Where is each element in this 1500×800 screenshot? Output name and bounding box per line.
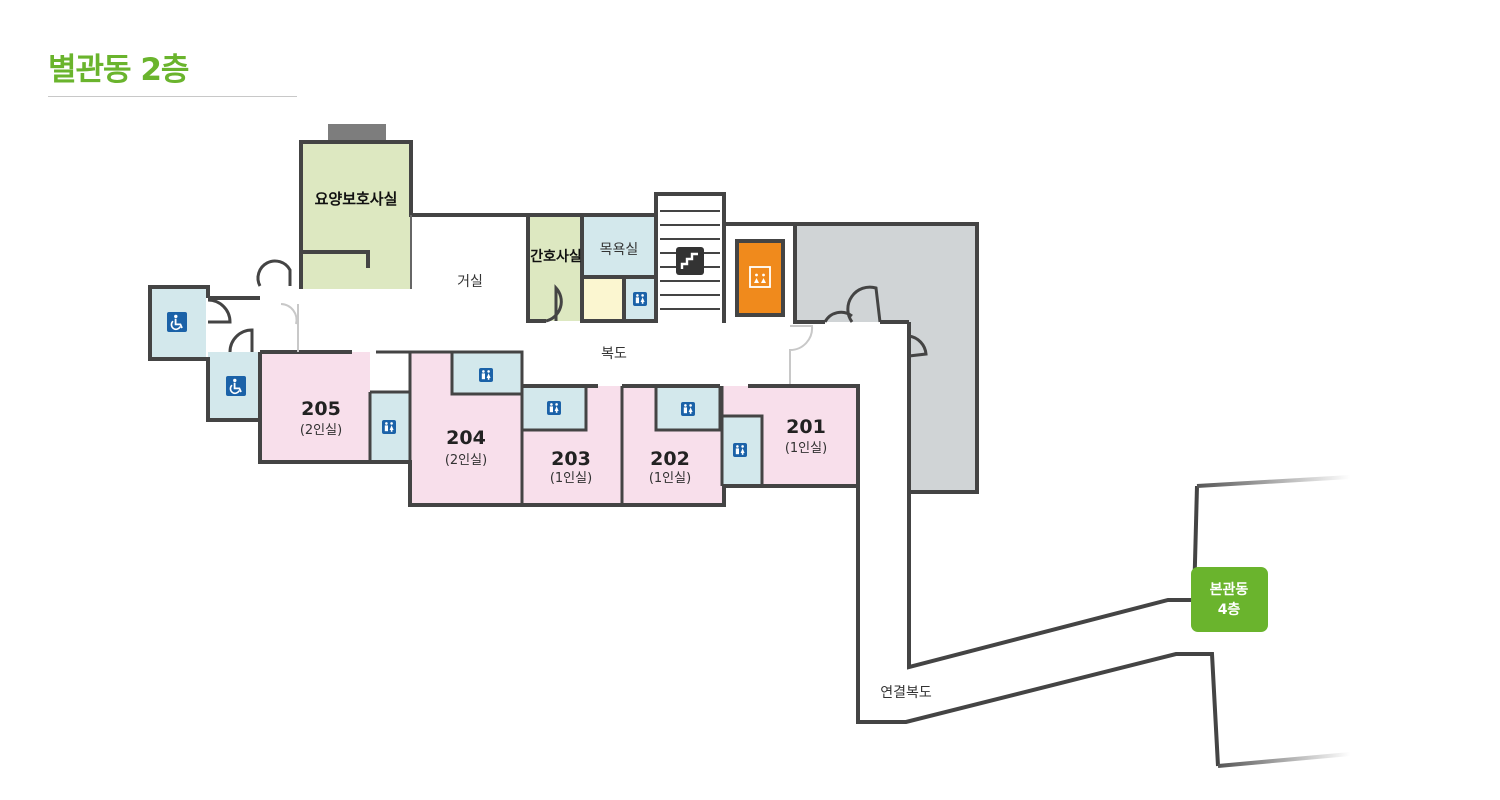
care-room-label: 요양보호사실 <box>315 190 398 208</box>
service-area-lower <box>909 322 977 492</box>
room-fills <box>150 142 977 505</box>
room-capacity: (2인실) <box>300 423 342 438</box>
main-building-name: 본관동 <box>1210 581 1249 598</box>
nurse-room-label: 간호사실 <box>530 248 582 265</box>
room-204: 204 (2인실) <box>445 427 487 468</box>
connecting-corridor-label: 연결복도 <box>880 685 932 701</box>
restroom-icon <box>382 420 396 434</box>
elevator-icon <box>749 266 771 288</box>
wheelchair-icon <box>225 375 247 397</box>
wheelchair-icon <box>166 311 188 333</box>
room-number: 204 <box>446 427 486 449</box>
main-building-floor: 4층 <box>1218 602 1241 618</box>
service-area <box>795 224 977 322</box>
room-number: 201 <box>786 416 826 438</box>
restroom-icon <box>633 292 647 306</box>
bath-room-label: 목욕실 <box>600 242 639 258</box>
walls <box>148 124 1220 767</box>
room-capacity: (1인실) <box>649 471 691 486</box>
page-title: 별관동 2층 <box>48 52 189 88</box>
door-swings <box>207 259 928 358</box>
title-divider <box>48 96 297 97</box>
room-201: 201 (1인실) <box>785 416 827 456</box>
main-building-edge-top <box>1196 475 1351 488</box>
room-number: 203 <box>551 448 591 470</box>
restroom-icon <box>479 368 493 382</box>
living-room-label: 거실 <box>457 274 483 290</box>
main-building-edge-bottom <box>1217 752 1351 768</box>
elevator-area <box>737 241 783 315</box>
care-room-area <box>301 142 411 289</box>
main-building-badge[interactable]: 본관동 4층 <box>1191 567 1268 632</box>
room-capacity: (1인실) <box>785 441 827 456</box>
light-door-swings <box>280 303 814 384</box>
room-capacity: (2인실) <box>445 453 487 468</box>
restroom-icon <box>547 401 561 415</box>
restroom-icon <box>733 443 747 457</box>
stairs-icon <box>676 247 704 275</box>
bath-room-area <box>584 217 656 277</box>
room-205: 205 (2인실) <box>300 398 342 438</box>
room-205-area <box>260 352 370 462</box>
room-number: 202 <box>650 448 690 470</box>
room-203: 203 (1인실) <box>550 448 592 486</box>
room-202: 202 (1인실) <box>649 448 691 486</box>
room-capacity: (1인실) <box>550 471 592 486</box>
pantry-area <box>584 279 624 321</box>
corridor-label: 복도 <box>601 346 627 362</box>
restroom-icon <box>681 402 695 416</box>
room-number: 205 <box>301 398 341 420</box>
